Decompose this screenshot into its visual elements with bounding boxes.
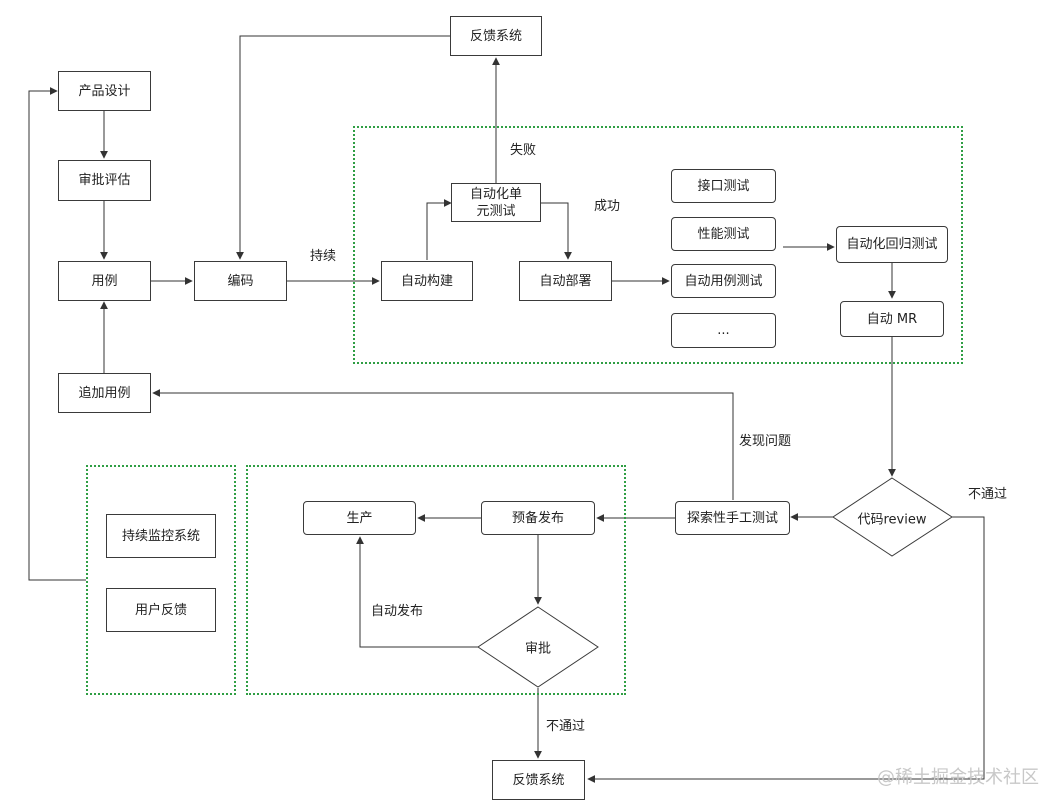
feedback-system-bottom: 反馈系统	[492, 760, 585, 800]
approval-label: 审批	[524, 641, 552, 657]
auto-case-test: 自动用例测试	[671, 264, 776, 298]
edge-unittest-to-deploy	[541, 202, 572, 260]
automation-zone	[353, 126, 963, 364]
monitoring-zone	[86, 465, 236, 695]
more-tests: ...	[671, 313, 776, 348]
continuous-monitoring: 持续监控系统	[106, 514, 216, 558]
coding: 编码	[194, 261, 287, 301]
auto-mr: 自动 MR	[840, 301, 944, 337]
feedback-system-top: 反馈系统	[450, 16, 542, 56]
auto-regression-test: 自动化回归测试	[836, 226, 948, 263]
product-design: 产品设计	[58, 71, 151, 111]
performance-test: 性能测试	[671, 217, 776, 251]
watermark-text: @稀土掘金技术社区	[877, 767, 1039, 788]
edge-label-auto-release: 自动发布	[371, 604, 424, 619]
auto-deploy: 自动部署	[519, 261, 612, 301]
production: 生产	[303, 501, 416, 535]
approval-diamond	[477, 606, 599, 688]
edge-label-continuous: 持续	[310, 249, 337, 264]
use-case: 用例	[58, 261, 151, 301]
edge-build-to-unittest	[426, 199, 452, 260]
edge-label-rejected-approval: 不通过	[546, 719, 586, 734]
edge-exploratory-to-addcase	[152, 389, 734, 500]
edge-review-to-feedback	[587, 516, 985, 783]
code-review-label: 代码review	[857, 512, 927, 528]
edge-label-rejected-review: 不通过	[968, 487, 1008, 502]
auto-unit-test: 自动化单元测试	[451, 183, 541, 222]
api-test: 接口测试	[671, 169, 776, 203]
release-zone	[246, 465, 626, 695]
auto-build: 自动构建	[381, 261, 473, 301]
pre-release: 预备发布	[481, 501, 595, 535]
edge-approval-to-production	[356, 536, 478, 648]
edge-feedback-to-coding	[236, 35, 450, 260]
edge-label-success: 成功	[594, 199, 621, 214]
edge-label-issue-found: 发现问题	[739, 434, 792, 449]
add-use-case: 追加用例	[58, 373, 151, 413]
edge-monitor-to-design	[28, 87, 86, 581]
approval-evaluation: 审批评估	[58, 160, 151, 201]
exploratory-manual-test: 探索性手工测试	[675, 501, 790, 535]
user-feedback: 用户反馈	[106, 588, 216, 632]
code-review-diamond	[832, 477, 953, 557]
edge-label-failure: 失败	[510, 143, 537, 158]
